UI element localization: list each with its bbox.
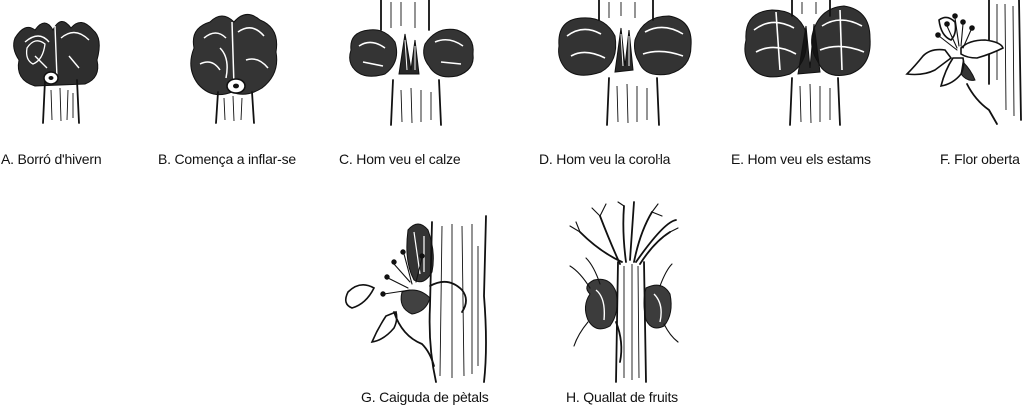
swelling-bud-illustration (180, 8, 285, 123)
winter-bud-illustration (5, 8, 110, 123)
stage-b (180, 8, 285, 123)
stage-d-label: D. Hom veu la coroŀla (539, 151, 670, 167)
stage-d (555, 0, 695, 125)
stage-c-label: C. Hom veu el calze (339, 151, 460, 167)
stage-g-label: G. Caiguda de pètals (361, 389, 489, 405)
stamens-visible-illustration (740, 0, 875, 125)
stage-f (905, 0, 1030, 128)
stage-h-label: H. Quallat de fruits (566, 389, 678, 405)
stage-f-label: F. Flor oberta (940, 151, 1020, 167)
stage-b-label: B. Comença a inflar-se (158, 151, 296, 167)
stage-c (345, 0, 485, 125)
stage-a (5, 8, 110, 123)
stage-e (740, 0, 875, 125)
open-flower-illustration (905, 0, 1030, 128)
calyx-visible-illustration (345, 0, 485, 125)
stage-e-label: E. Hom veu els estams (731, 151, 871, 167)
fruit-set-illustration (560, 202, 680, 384)
stage-h (560, 202, 680, 384)
petal-fall-illustration (338, 216, 498, 382)
stage-g (338, 216, 498, 382)
corolla-visible-illustration (555, 0, 695, 125)
stage-a-label: A. Borró d'hivern (1, 151, 101, 167)
